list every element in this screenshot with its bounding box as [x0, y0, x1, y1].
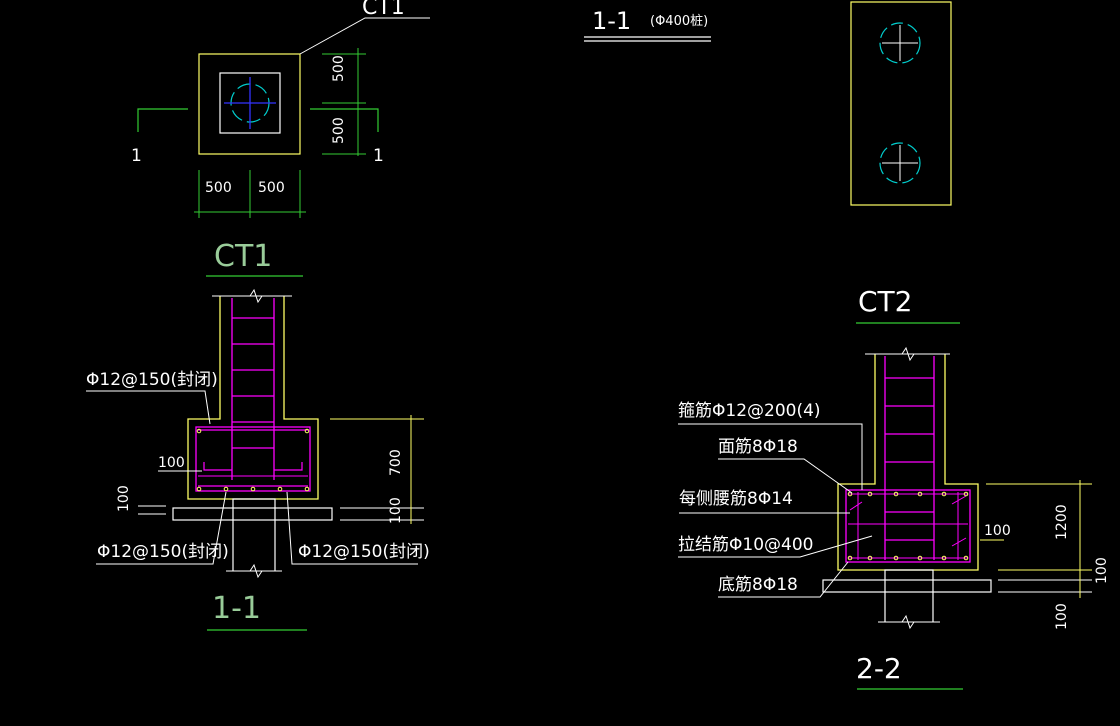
section-1-1-title: CT1	[214, 239, 272, 274]
section-2-2-bar-dot-6	[963, 491, 969, 497]
ct2-plan-section-title: 1-1	[592, 7, 631, 35]
section-1-1-bar-dot-5	[250, 486, 256, 492]
section-2-2-bar-dot-11	[941, 555, 947, 561]
section-2-2-pile	[884, 569, 934, 622]
section-2-2-bar-dot-10	[917, 555, 923, 561]
section-2-2-leader-top-bar	[718, 458, 853, 494]
ct2-plan-section-note: (Φ400桩)	[650, 14, 708, 29]
section-1-1-bar-dot-4	[223, 486, 229, 492]
section-2-2-dim-depth: 1200	[1054, 504, 1070, 540]
section-2-2-bar-dot-7	[847, 555, 853, 561]
section-1-1-outline	[187, 296, 319, 500]
section-2-2-bar-dot-4	[917, 491, 923, 497]
section-1-1-pile	[232, 498, 276, 571]
ct1-plan-view: CT1 1 1 500 500 500 500	[131, 0, 430, 218]
section-1-1-bar-dot-2	[304, 428, 310, 434]
ct2-plan-view: 1-1 (Φ400桩)	[584, 1, 952, 206]
ct1-plan-section-label-left: 1	[131, 146, 142, 166]
ct1-plan-pile-box	[219, 72, 281, 134]
section-1-1-bar-dot-7	[304, 486, 310, 492]
section-1-1-cap-stirrup	[195, 426, 311, 492]
section-1-1-break-symbol	[249, 288, 263, 304]
ct1-plan-cap-outline	[198, 53, 301, 155]
section-2-2-label-top-bar: 面筋8Φ18	[718, 437, 798, 457]
section-1-1-leader-top-stirrup	[86, 390, 211, 425]
section-1-1-bar-dot-6	[277, 486, 283, 492]
section-2-2-pile-break-symbol	[901, 614, 915, 630]
section-1-1-leader-bottom-right	[286, 491, 418, 565]
section-1-1-leader-bottom-left	[96, 491, 227, 565]
ct2-plan-pile-bottom	[879, 142, 921, 184]
section-1-1-dim-depth: 700	[388, 449, 404, 476]
section-2-2-label-side-bar: 每侧腰筋8Φ14	[679, 489, 793, 509]
section-1-1-pile-break-symbol	[249, 563, 263, 579]
section-1-1-dim-bedding-right: 100	[388, 497, 404, 524]
ct1-plan-section-mark-right	[310, 108, 379, 132]
ct2-plan-pile-top	[879, 22, 921, 64]
ct1-plan-tag-leader	[299, 17, 430, 55]
section-1-1-label-top-stirrup: Φ12@150(封闭)	[86, 370, 218, 390]
section-2-2-bedding	[822, 579, 992, 593]
ct1-plan-section-label-right: 1	[373, 146, 384, 166]
section-2-2: CT2	[678, 285, 1110, 690]
section-2-2-cap-stirrup	[845, 489, 971, 563]
section-1-1-caption: 1-1	[212, 591, 261, 626]
section-1-1-bar-dot-3	[196, 486, 202, 492]
ct1-plan-dim-h-right: 500	[258, 180, 285, 196]
section-2-2-label-bottom-bar: 底筋8Φ18	[718, 575, 798, 595]
section-2-2-leader-bottom-bar	[718, 561, 849, 598]
ct1-plan-section-mark-left	[137, 108, 188, 132]
section-2-2-cap-diag-1	[951, 495, 967, 505]
section-2-2-bar-dot-2	[867, 491, 873, 497]
section-2-2-leader-tie-bar	[678, 535, 873, 558]
section-2-2-dim-lower: 100	[1054, 603, 1070, 630]
ct2-plan-cap-outline	[850, 1, 952, 206]
ct1-plan-dim-v-upper: 500	[331, 55, 347, 82]
section-2-2-title: CT2	[858, 285, 912, 318]
section-2-2-bar-dot-9	[893, 555, 899, 561]
section-1-1-column-hook-left	[203, 462, 232, 471]
ct1-plan-dim-h-left: 500	[205, 180, 232, 196]
section-2-2-dim-bedding: 100	[1094, 557, 1110, 584]
ct1-plan-dim-v-lower: 500	[331, 117, 347, 144]
section-1-1-label-bottom-left: Φ12@150(封闭)	[97, 542, 229, 562]
section-1-1-dim-bedding-left: 100	[116, 485, 132, 512]
section-1-1-bedding	[172, 507, 333, 521]
section-2-2-bar-dot-5	[941, 491, 947, 497]
section-2-2-cap-diag-3	[849, 501, 863, 511]
section-1-1-label-bottom-right: Φ12@150(封闭)	[298, 542, 430, 562]
section-2-2-caption: 2-2	[856, 652, 902, 685]
ct1-plan-tag: CT1	[362, 0, 405, 20]
section-2-2-cap-diag-2	[951, 537, 967, 547]
section-2-2-bar-dot-12	[963, 555, 969, 561]
section-2-2-break-symbol	[901, 346, 915, 362]
section-2-2-label-stirrup: 箍筋Φ12@200(4)	[678, 401, 821, 421]
section-1-1-column-hook-right	[274, 462, 303, 471]
section-1-1: CT1 Φ12@150(封闭)	[86, 239, 430, 631]
section-1-1-bar-dot-1	[196, 428, 202, 434]
section-2-2-bar-dot-8	[867, 555, 873, 561]
section-2-2-bar-dot-3	[893, 491, 899, 497]
section-1-1-dim-cover: 100	[158, 455, 185, 471]
section-2-2-leader-stirrup	[678, 423, 863, 490]
section-2-2-label-tie-bar: 拉结筋Φ10@400	[678, 535, 813, 555]
section-2-2-bar-dot-1	[847, 491, 853, 497]
section-2-2-dim-cover: 100	[984, 523, 1011, 539]
